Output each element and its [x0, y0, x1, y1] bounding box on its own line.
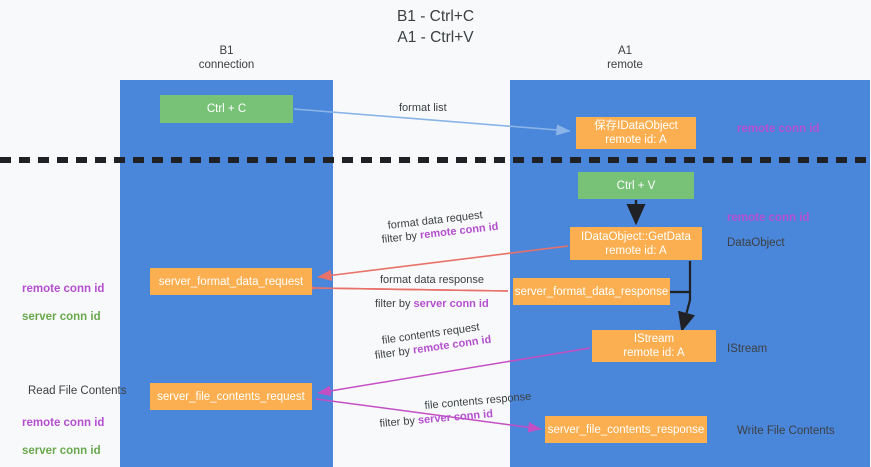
filter-server-conn-id: server conn id: [413, 298, 489, 310]
dashed-divider: [0, 157, 871, 163]
note-write-file-contents: Write File Contents: [737, 425, 835, 437]
node-server-format-data-request[interactable]: server_format_data_request: [150, 268, 312, 295]
filter-prefix: filter by: [379, 414, 419, 430]
note-dataobject: DataObject: [727, 237, 785, 249]
node-server-file-contents-request[interactable]: server_file_contents_request: [150, 383, 312, 410]
lane-title-b1: B1 connection: [198, 45, 255, 71]
filter-prefix: filter by: [374, 344, 414, 362]
note-left-conn-ids-bottom: remote conn id server conn id: [22, 402, 104, 458]
note-server-conn-id: server conn id: [22, 311, 101, 323]
node-istream[interactable]: IStream remote id: A: [592, 330, 716, 362]
label-format-data-response: format data response: [380, 274, 484, 286]
note-read-file-contents: Read File Contents: [28, 385, 127, 397]
node-idataobject-getdata[interactable]: IDataObject::GetData remote id: A: [570, 227, 702, 260]
label-format-data-response-filter: filter by server conn id: [375, 297, 489, 312]
note-remote-conn-id: remote conn id: [22, 283, 105, 295]
note-remote-conn-id-top: remote conn id: [737, 123, 820, 135]
node-ctrl-v[interactable]: Ctrl + V: [578, 172, 694, 199]
note-remote-conn-id: remote conn id: [22, 417, 105, 429]
note-istream: IStream: [727, 343, 768, 355]
note-remote-conn-id-mid: remote conn id: [727, 212, 810, 224]
node-ctrl-c[interactable]: Ctrl + C: [160, 95, 293, 123]
label-format-list: format list: [399, 102, 447, 114]
lane-title-a1: A1 remote: [607, 45, 643, 71]
node-server-file-contents-response[interactable]: server_file_contents_response: [545, 416, 707, 443]
note-server-conn-id: server conn id: [22, 445, 101, 457]
node-server-format-data-response[interactable]: server_format_data_response: [513, 278, 670, 305]
filter-prefix: filter by: [375, 298, 414, 310]
diagram-title: B1 - Ctrl+C A1 - Ctrl+V: [396, 8, 475, 46]
node-save-idataobject[interactable]: 保存IDataObject remote id: A: [576, 117, 696, 149]
filter-prefix: filter by: [381, 229, 421, 246]
note-left-conn-ids-top: remote conn id server conn id: [22, 268, 104, 324]
